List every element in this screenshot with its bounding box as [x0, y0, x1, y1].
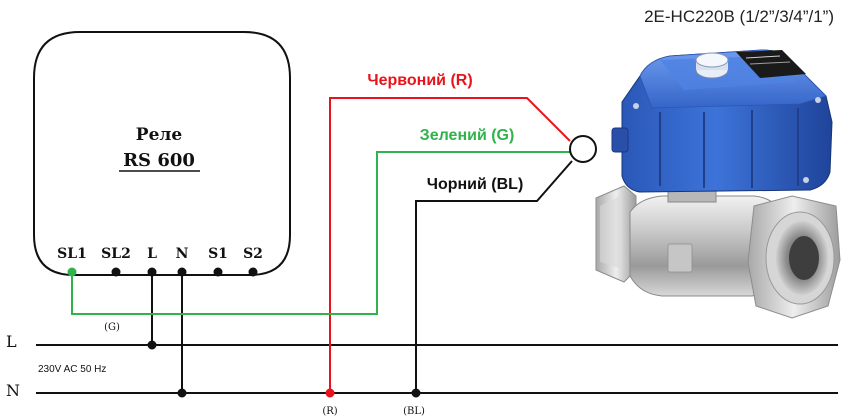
junction-black [411, 388, 421, 398]
junction-l [147, 340, 157, 350]
wire-label-green: Зелений (G) [420, 127, 515, 144]
terminal-dot-sl1 [67, 267, 77, 277]
bus-label-n: N [6, 381, 20, 400]
terminal-dot-s2 [248, 267, 258, 277]
bottom-label-bl: (BL) [403, 406, 425, 417]
power-spec: 230V AC 50 Hz [38, 364, 106, 375]
ball-valve-image [595, 49, 841, 319]
terminal-dot-sl2 [111, 267, 121, 277]
wire-green [71, 151, 570, 315]
terminal-label-sl2: SL2 [101, 246, 131, 262]
terminal-dot-s1 [213, 267, 223, 277]
bottom-label-r: (R) [322, 406, 337, 417]
wire-red [329, 97, 571, 393]
terminal-label-s2: S2 [243, 246, 263, 262]
terminal-label-n: N [176, 246, 189, 262]
bus-label-l: L [6, 332, 17, 351]
terminal-label-s1: S1 [208, 246, 228, 262]
junction-n-relay [177, 388, 187, 398]
valve-body [595, 185, 841, 319]
terminal-dot-n [177, 267, 187, 277]
bottom-label-g: (G) [104, 322, 120, 333]
terminal-label-sl1: SL1 [57, 246, 87, 262]
actuator-head [611, 49, 833, 193]
junction-red [325, 388, 335, 398]
terminal-dot-l [147, 267, 157, 277]
wire-label-red: Червоний (R) [367, 72, 472, 89]
relay-box: Реле RS 600 SL1 SL2 L N S1 S2 [33, 31, 291, 276]
wire-label-black: Чорний (BL) [427, 176, 524, 193]
wire-black [415, 160, 573, 393]
terminal-label-l: L [147, 246, 157, 262]
relay-name: Реле [136, 125, 183, 145]
actuator-connector [569, 135, 597, 163]
device-title: 2E-HC220B (1/2”/3/4”/1”) [644, 7, 834, 26]
relay-model: RS 600 [123, 150, 195, 171]
